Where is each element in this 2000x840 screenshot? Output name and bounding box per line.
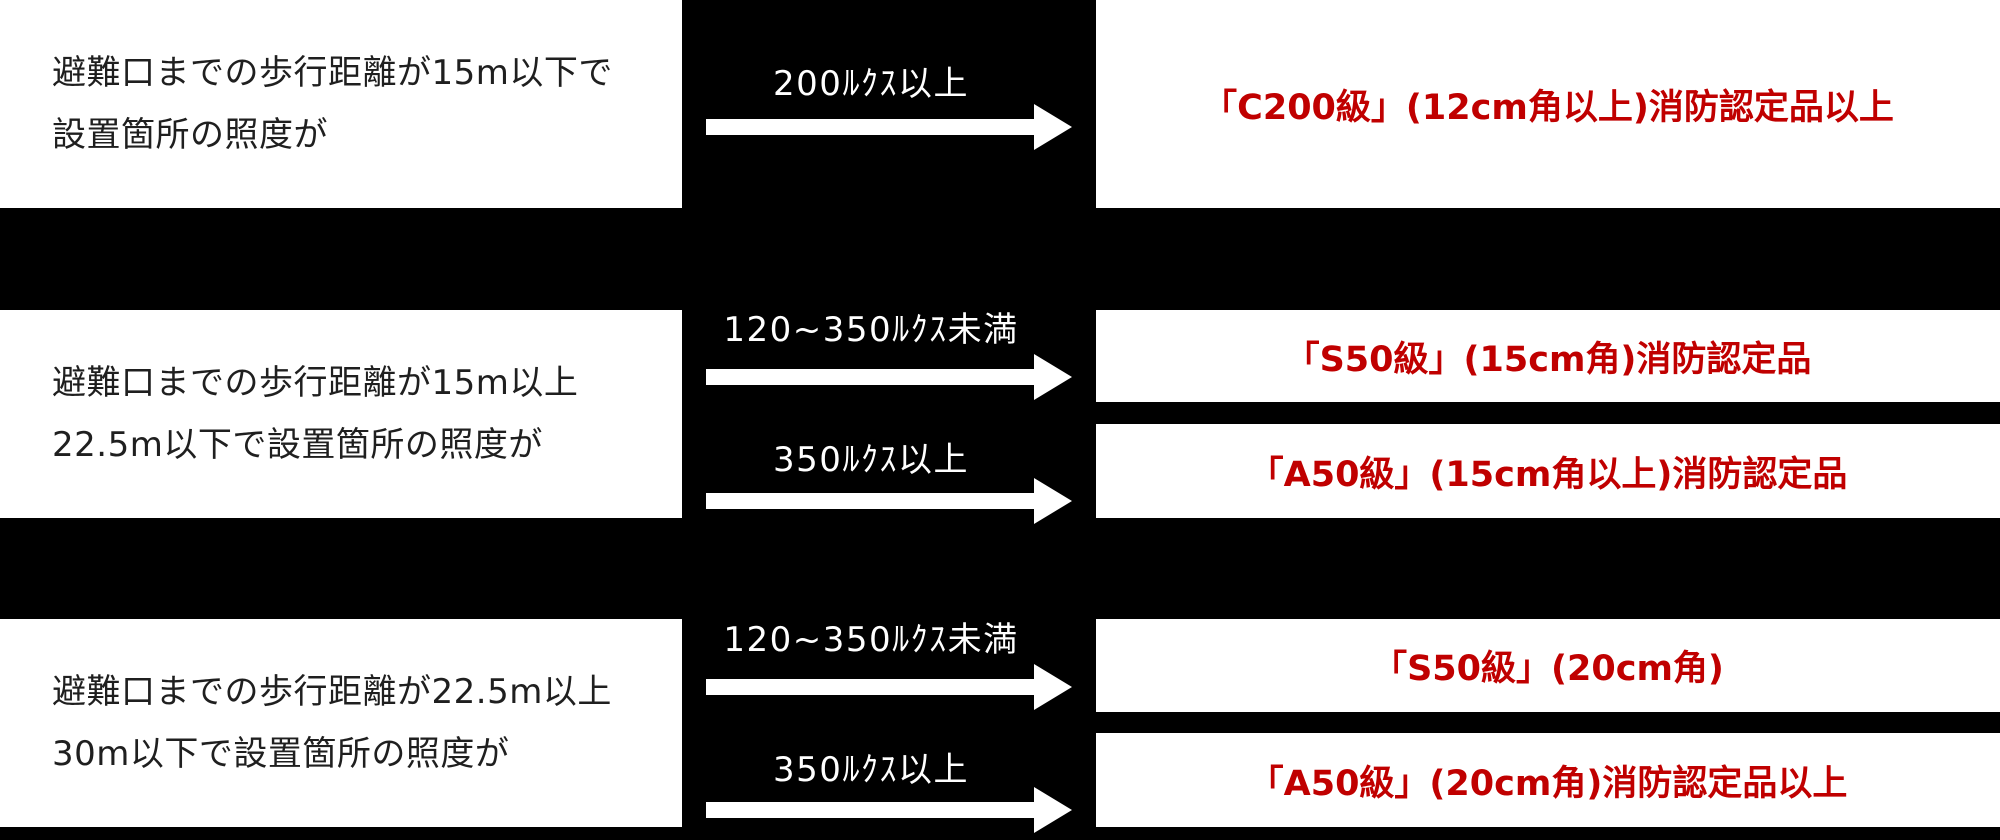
condition-text-line: 22.5m以下で設置箇所の照度が (52, 425, 543, 465)
lux-label: 200ﾙｸｽ以上 (773, 64, 969, 104)
result-box: 「A50級」(15cm角以上)消防認定品 (1096, 424, 2000, 518)
result-text: 「S50級」(15cm角)消防認定品 (1284, 339, 1812, 380)
right-arrow-icon (706, 787, 1072, 833)
result-box: 「C200級」(12cm角以上)消防認定品以上 (1096, 0, 2000, 208)
result-box: 「S50級」(20cm角) (1096, 619, 2000, 712)
result-box: 「S50級」(15cm角)消防認定品 (1096, 310, 2000, 402)
condition-box-2: 避難口までの歩行距離が15m以上 22.5m以下で設置箇所の照度が (0, 310, 682, 518)
right-arrow-icon (706, 104, 1072, 150)
lux-label: 350ﾙｸｽ以上 (773, 750, 969, 790)
condition-box-3: 避難口までの歩行距離が22.5m以上 30m以下で設置箇所の照度が (0, 619, 682, 827)
lux-label: 350ﾙｸｽ以上 (773, 440, 969, 480)
result-text: 「A50級」(20cm角)消防認定品以上 (1248, 763, 1848, 804)
result-text: 「A50級」(15cm角以上)消防認定品 (1248, 454, 1848, 495)
result-text: 「S50級」(20cm角) (1372, 649, 1724, 689)
lux-label: 120~350ﾙｸｽ未満 (723, 620, 1019, 660)
condition-text-line: 避難口までの歩行距離が15m以下で (52, 53, 613, 93)
right-arrow-icon (706, 354, 1072, 400)
condition-text-line: 30m以下で設置箇所の照度が (52, 734, 510, 774)
condition-text-line: 避難口までの歩行距離が22.5m以上 (52, 672, 612, 712)
condition-text-line: 設置箇所の照度が (52, 115, 328, 155)
right-arrow-icon (706, 478, 1072, 524)
lux-label: 120~350ﾙｸｽ未満 (723, 310, 1019, 350)
result-box: 「A50級」(20cm角)消防認定品以上 (1096, 733, 2000, 827)
right-arrow-icon (706, 664, 1072, 710)
condition-box-1: 避難口までの歩行距離が15m以下で 設置箇所の照度が (0, 0, 682, 208)
condition-text-line: 避難口までの歩行距離が15m以上 (52, 363, 579, 403)
result-text: 「C200級」(12cm角以上)消防認定品以上 (1202, 87, 1894, 128)
